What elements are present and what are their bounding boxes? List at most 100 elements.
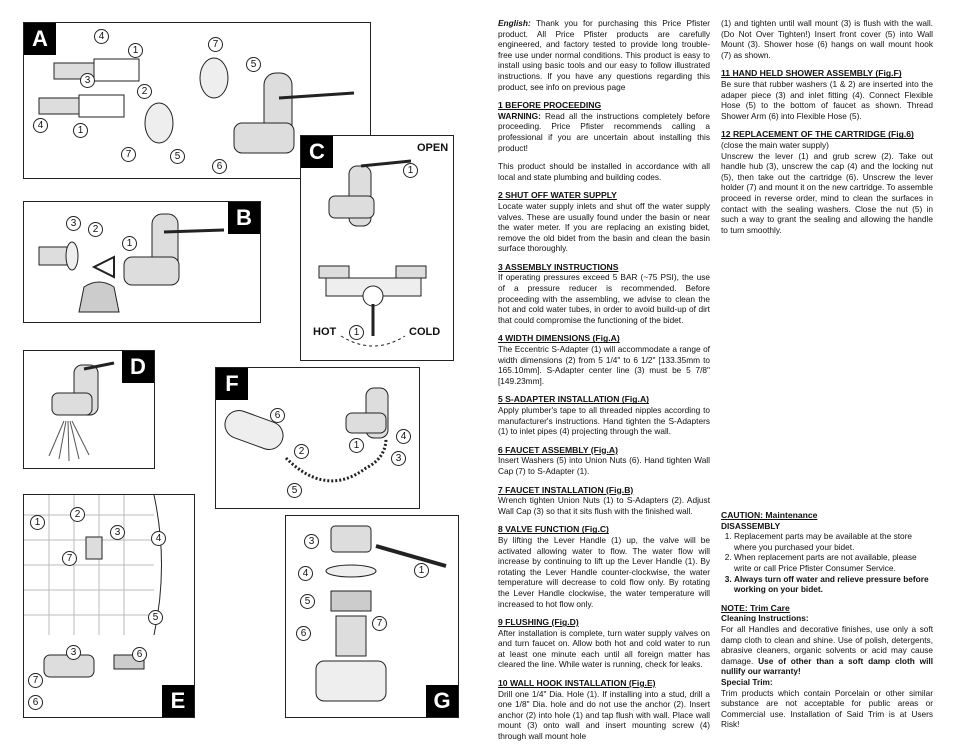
- figure-letter: E: [162, 685, 194, 717]
- caution-subheading: DISASSEMBLY: [721, 520, 781, 531]
- section-heading: 1 BEFORE PROCEEDING: [498, 100, 602, 111]
- section-text: Drill one 1/4" Dia. Hole (1). If install…: [498, 688, 710, 742]
- callout: 3: [110, 525, 125, 540]
- figure-b-drawing: [38, 213, 225, 313]
- caution-block: CAUTION: Maintenance DISASSEMBLY Replace…: [721, 510, 933, 738]
- section-heading: 9 FLUSHING (Fig.D): [498, 617, 579, 628]
- section-heading: 8 VALVE FUNCTION (Fig.C): [498, 524, 609, 535]
- list-item: Replacement parts may be available at th…: [734, 531, 933, 552]
- note-subheading: Special Trim:: [721, 676, 773, 687]
- note-heading: NOTE: Trim Care: [721, 602, 790, 613]
- callout: 1: [349, 325, 364, 340]
- callout: 5: [300, 594, 315, 609]
- note-text: For all Handles and decorative finishes,…: [721, 624, 933, 677]
- callout: 1: [30, 515, 45, 530]
- instructions-column-1: English: Thank you for purchasing this P…: [498, 18, 710, 750]
- section-text: After installation is complete, turn wat…: [498, 627, 710, 670]
- section-text: Insert Washers (5) into Union Nuts (6). …: [498, 455, 710, 476]
- figure-g: G 3 4 1 5 7 6: [285, 515, 459, 718]
- figure-d-drawing: [48, 361, 115, 462]
- section-text: The Eccentric S-Adapter (1) will accommo…: [498, 344, 710, 386]
- section-text: Unscrew the lever (1) and grub screw (2)…: [721, 150, 933, 235]
- callout: 6: [296, 626, 311, 641]
- figure-g-drawing: [315, 525, 447, 702]
- section-text: Be sure that rubber washers (1 & 2) are …: [721, 78, 933, 121]
- caution-list: Replacement parts may be available at th…: [721, 531, 933, 595]
- callout: 5: [170, 149, 185, 164]
- figure-a-drawing: [38, 57, 355, 154]
- callout: 1: [128, 43, 143, 58]
- callout: 4: [94, 29, 109, 44]
- figure-c: C OPEN HOT COLD 1 1: [300, 135, 454, 361]
- figure-f-drawing: [224, 387, 389, 483]
- warranty-warning: Use of other than a soft damp cloth will…: [721, 655, 933, 677]
- note-text-part: For all Handles and decorative finishes,…: [721, 623, 933, 666]
- figure-d: D: [23, 350, 155, 469]
- figure-c-drawing: [318, 159, 427, 347]
- callout: 5: [287, 483, 302, 498]
- callout: 1: [349, 438, 364, 453]
- callout: 5: [246, 57, 261, 72]
- callout: 4: [298, 566, 313, 581]
- intro-lead: English:: [498, 18, 531, 28]
- section-heading: 6 FAUCET ASSEMBLY (Fig.A): [498, 444, 619, 455]
- callout: 7: [372, 616, 387, 631]
- figure-b: B 3 2 1: [23, 201, 261, 323]
- callout: 6: [132, 647, 147, 662]
- note-text: Trim products which contain Porcelain or…: [721, 687, 933, 730]
- figure-letter: D: [122, 351, 154, 383]
- callout: 5: [148, 610, 163, 625]
- callout: 3: [391, 451, 406, 466]
- section-heading: 2 SHUT OFF WATER SUPPLY: [498, 190, 617, 201]
- section-heading: 10 WALL HOOK INSTALLATION (Fig.E): [498, 678, 656, 689]
- section-text: Wrench tighten Union Nuts (1) to S-Adapt…: [498, 495, 710, 516]
- callout: 4: [151, 531, 166, 546]
- callout: 3: [66, 645, 81, 660]
- section-text: (1) and tighten until wall mount (3) is …: [721, 18, 933, 60]
- section-text: WARNING: Read all the instructions compl…: [498, 111, 710, 153]
- figure-letter: F: [216, 368, 248, 400]
- callout: 1: [403, 163, 418, 178]
- figure-letter: A: [24, 23, 56, 55]
- callout: 3: [66, 216, 81, 231]
- section-heading: 5 S-ADAPTER INSTALLATION (Fig.A): [498, 394, 650, 405]
- instructions-column-2: (1) and tighten until wall mount (3) is …: [721, 18, 933, 243]
- warning-label: WARNING:: [498, 110, 541, 121]
- section-subtitle: (close the main water supply): [721, 139, 829, 150]
- figure-letter: B: [228, 202, 260, 234]
- intro-text: Thank you for purchasing this Price Pfis…: [498, 18, 711, 92]
- section-text: Locate water supply inlets and shut off …: [498, 200, 710, 254]
- callout: 7: [28, 673, 43, 688]
- list-item: Always turn off water and relieve pressu…: [734, 574, 933, 595]
- section-heading: 3 ASSEMBLY INSTRUCTIONS: [498, 261, 619, 272]
- callout: 6: [270, 408, 285, 423]
- caution-heading: CAUTION: Maintenance: [721, 510, 818, 520]
- open-label: OPEN: [417, 142, 449, 154]
- section-heading: 12 REPLACEMENT OF THE CARTRIDGE (Fig.6): [721, 129, 914, 140]
- callout: 4: [396, 429, 411, 444]
- figure-e: E 1 2 3 4 7 5 3 6 7 6: [23, 494, 195, 718]
- callout: 3: [80, 73, 95, 88]
- callout: 2: [70, 507, 85, 522]
- callout: 1: [122, 236, 137, 251]
- callout: 3: [304, 534, 319, 549]
- callout: 1: [73, 123, 88, 138]
- section-heading: 11 HAND HELD SHOWER ASSEMBLY (Fig.F): [721, 68, 902, 79]
- figure-f: F 6 2 1 4 3 5: [215, 367, 420, 509]
- callout: 7: [121, 147, 136, 162]
- callout: 6: [212, 159, 227, 174]
- note-subheading: Cleaning Instructions:: [721, 613, 809, 624]
- callout: 7: [62, 551, 77, 566]
- callout: 4: [33, 118, 48, 133]
- figure-letter: C: [301, 136, 333, 168]
- intro-paragraph: English: Thank you for purchasing this P…: [498, 18, 710, 92]
- cold-label: COLD: [409, 326, 441, 338]
- figure-a: A 4 1 7 3 2 5 4 1 7 5 6: [23, 22, 371, 179]
- section-heading: 4 WIDTH DIMENSIONS (Fig.A): [498, 333, 620, 344]
- callout: 2: [294, 444, 309, 459]
- callout: 1: [414, 563, 429, 578]
- callout: 2: [137, 84, 152, 99]
- section-text: By lifting the Lever Handle (1) up, the …: [498, 534, 710, 609]
- hot-label: HOT: [313, 326, 337, 338]
- list-item: When replacement parts are not available…: [734, 552, 933, 573]
